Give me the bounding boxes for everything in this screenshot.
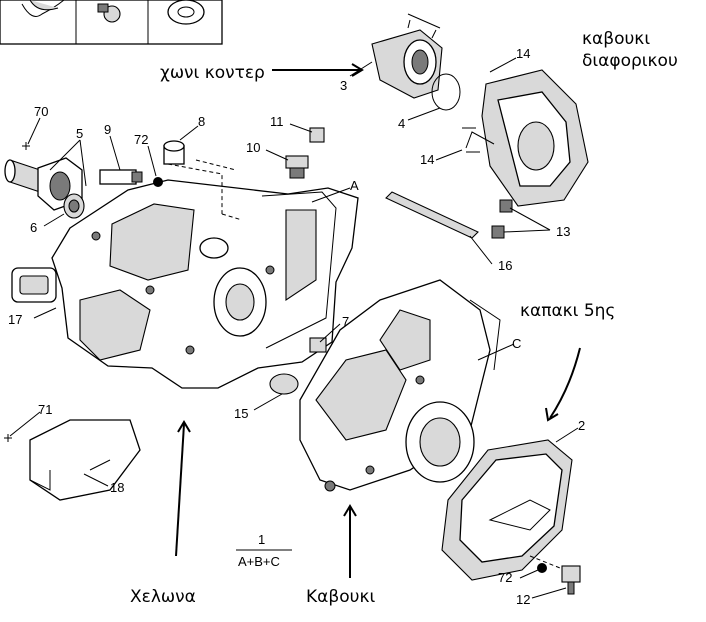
- marker-dot-72-top: [153, 177, 163, 187]
- label-kavouki-diaforikou-1: καβουκι: [582, 29, 650, 49]
- part-label-14-bottom: 14: [420, 152, 434, 167]
- part-label-72-bottom: 72: [498, 570, 512, 585]
- part-label-71: 71: [38, 402, 52, 417]
- o-ring: [431, 73, 461, 111]
- part-label-14-top: 14: [516, 46, 530, 61]
- marker-dot-72-bottom: [537, 563, 547, 573]
- part-label-5: 5: [76, 126, 83, 141]
- part-label-9: 9: [104, 122, 111, 137]
- fifth-gear-cover: [441, 439, 573, 581]
- label-xoni-konter: χωνι κοντερ: [160, 63, 265, 83]
- label-kavouki: Καβουκι: [306, 587, 375, 607]
- part-label-a: A: [350, 178, 359, 193]
- annotation-arrows: [175, 63, 581, 578]
- part-label-8: 8: [198, 114, 205, 129]
- gasket-17: [11, 267, 57, 303]
- part-label-12: 12: [516, 592, 530, 607]
- part-label-72-top: 72: [134, 132, 148, 147]
- part-label-15: 15: [234, 406, 248, 421]
- output-shaft-seal: [4, 157, 85, 219]
- formula-numerator: 1: [258, 532, 265, 547]
- main-housing-a: [51, 179, 359, 389]
- part-label-16: 16: [498, 258, 512, 273]
- part-label-17: 17: [8, 312, 22, 327]
- label-kavouki-diaforikou-2: διαφορικου: [582, 51, 678, 71]
- part-label-18: 18: [110, 480, 124, 495]
- sleeve-8: [163, 140, 185, 165]
- plug-7: [309, 337, 327, 353]
- leader-lines: [9, 57, 579, 599]
- sensor-9: [99, 169, 143, 185]
- clutch-housing-c: [299, 279, 501, 492]
- differential-cover: [462, 69, 589, 207]
- bolts-13: [491, 199, 513, 239]
- label-xelona: Χελωνα: [130, 587, 196, 607]
- part-label-3: 3: [340, 78, 347, 93]
- bolt-12: [561, 565, 581, 595]
- part-number-labels: 70 5 9 72 8 11 10 6 3 4 14 14 A 13 16 17…: [8, 46, 585, 607]
- cap-15: [269, 373, 299, 395]
- part-label-7: 7: [342, 314, 349, 329]
- cross-mark-71: [4, 434, 12, 442]
- reference-table: [0, 0, 223, 45]
- bracket-16: [385, 191, 479, 239]
- part-label-11: 11: [270, 114, 284, 129]
- part-label-10: 10: [246, 140, 260, 155]
- bottom-shield-18: [29, 419, 141, 501]
- part-label-2: 2: [578, 418, 585, 433]
- part-label-4: 4: [398, 116, 405, 131]
- assembly-guide-lines: [167, 159, 243, 221]
- cross-mark-70: [22, 142, 30, 150]
- bolt-guide-line: [529, 555, 561, 569]
- label-kapaki-5is: καπακι 5ης: [520, 301, 615, 321]
- formula-denominator: A+B+C: [238, 554, 280, 569]
- speedometer-housing: [371, 13, 443, 99]
- annotation-labels: χωνι κοντερ καβουκι διαφορικου καπακι 5η…: [130, 29, 678, 607]
- part-label-6: 6: [30, 220, 37, 235]
- part-label-13: 13: [556, 224, 570, 239]
- part-label-c: C: [512, 336, 521, 351]
- switch-10: [285, 155, 309, 179]
- bolt-11: [309, 127, 325, 143]
- part-label-70: 70: [34, 104, 48, 119]
